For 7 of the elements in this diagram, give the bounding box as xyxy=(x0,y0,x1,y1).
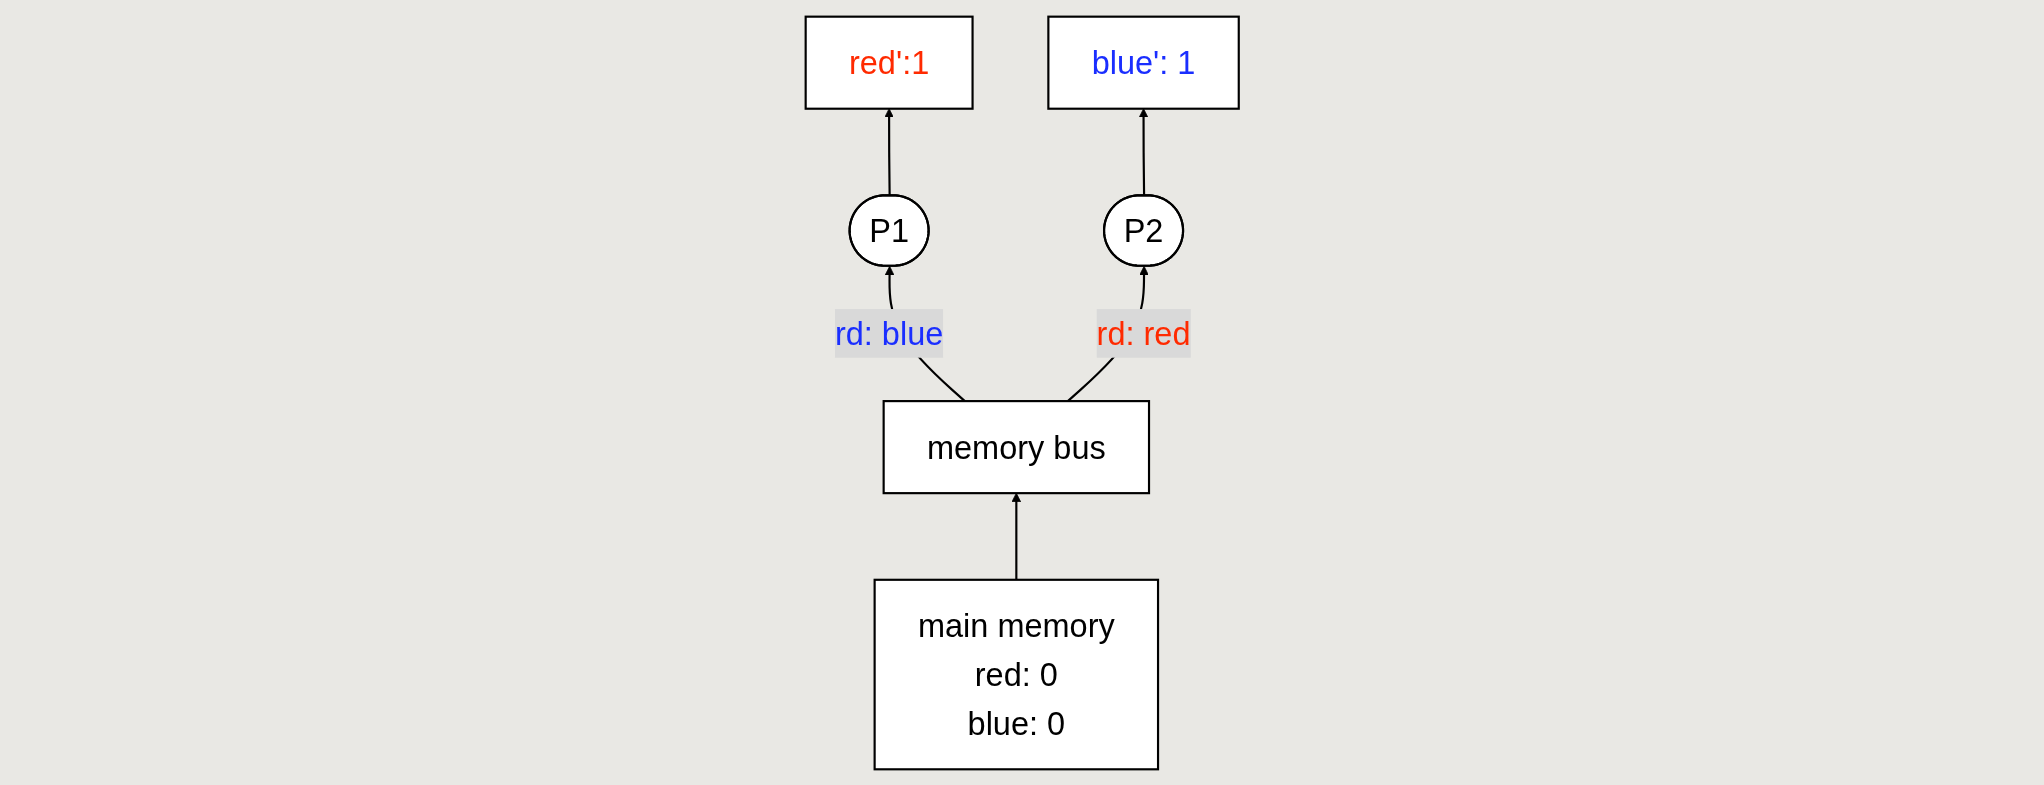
node-box: memory bus xyxy=(882,399,1150,494)
arrow xyxy=(1011,492,1021,580)
node-box: red':1 xyxy=(804,15,974,110)
edge-label: rd: blue xyxy=(834,315,944,351)
node-box: main memory red: 0 blue: 0 xyxy=(873,578,1159,770)
edge-label: rd: red xyxy=(1096,315,1191,351)
node-box: blue': 1 xyxy=(1047,15,1240,110)
